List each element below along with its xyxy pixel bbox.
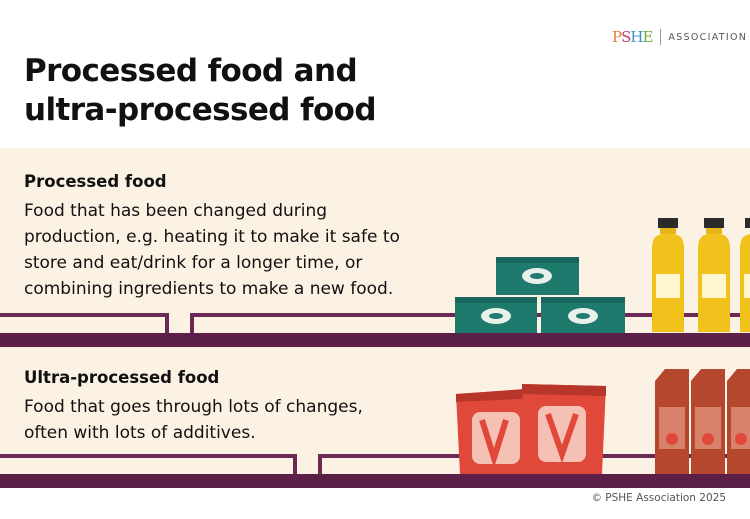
shelf-edge [293,454,297,474]
copyright-footer: © PSHE Association 2025 [591,492,726,504]
logo-divider [660,29,662,45]
logo-letter: E [642,27,653,46]
juice-carton-icon [691,369,725,474]
tin-cans [455,257,625,333]
bottom-shelf [0,474,750,488]
oil-bottle-icon [740,218,750,332]
pshe-association-logo: PSHE ASSOCIATION [612,24,747,50]
juice-cartons [655,369,750,474]
crisp-packet-icon [456,388,540,474]
logo-text: ASSOCIATION [668,31,748,43]
logo-letter: S [621,27,631,46]
ultra-processed-food-description: Food that goes through lots of changes, … [24,397,363,443]
logo-mark: PSHE [612,27,653,46]
shelf-edge [0,313,168,317]
logo-letter: P [612,27,622,46]
oil-bottle-icon [652,218,684,332]
tin-can-icon [455,297,537,333]
shelf-edge [318,454,322,474]
ultra-processed-food-heading: Ultra-processed food [24,368,220,387]
crisp-packet-icon [522,384,606,474]
oil-bottle-icon [698,218,730,332]
shelf-edge [0,454,296,458]
processed-food-heading: Processed food [24,172,167,191]
oil-bottles [652,218,750,332]
processed-food-description: Food that has been changed during produc… [24,201,400,299]
top-shelf [0,333,750,347]
title-line-2: ultra-processed food [24,92,377,128]
logo-letter: H [630,27,643,46]
title-line-1: Processed food and [24,53,358,89]
shelf-edge [190,313,194,333]
crisp-packets [456,384,606,474]
juice-carton-icon [727,369,750,474]
tin-can-icon [541,297,625,333]
tin-can-icon [496,257,579,295]
shelf-edge [165,313,169,333]
juice-carton-icon [655,369,689,474]
page-title: Processed food and ultra-processed food [24,52,544,130]
